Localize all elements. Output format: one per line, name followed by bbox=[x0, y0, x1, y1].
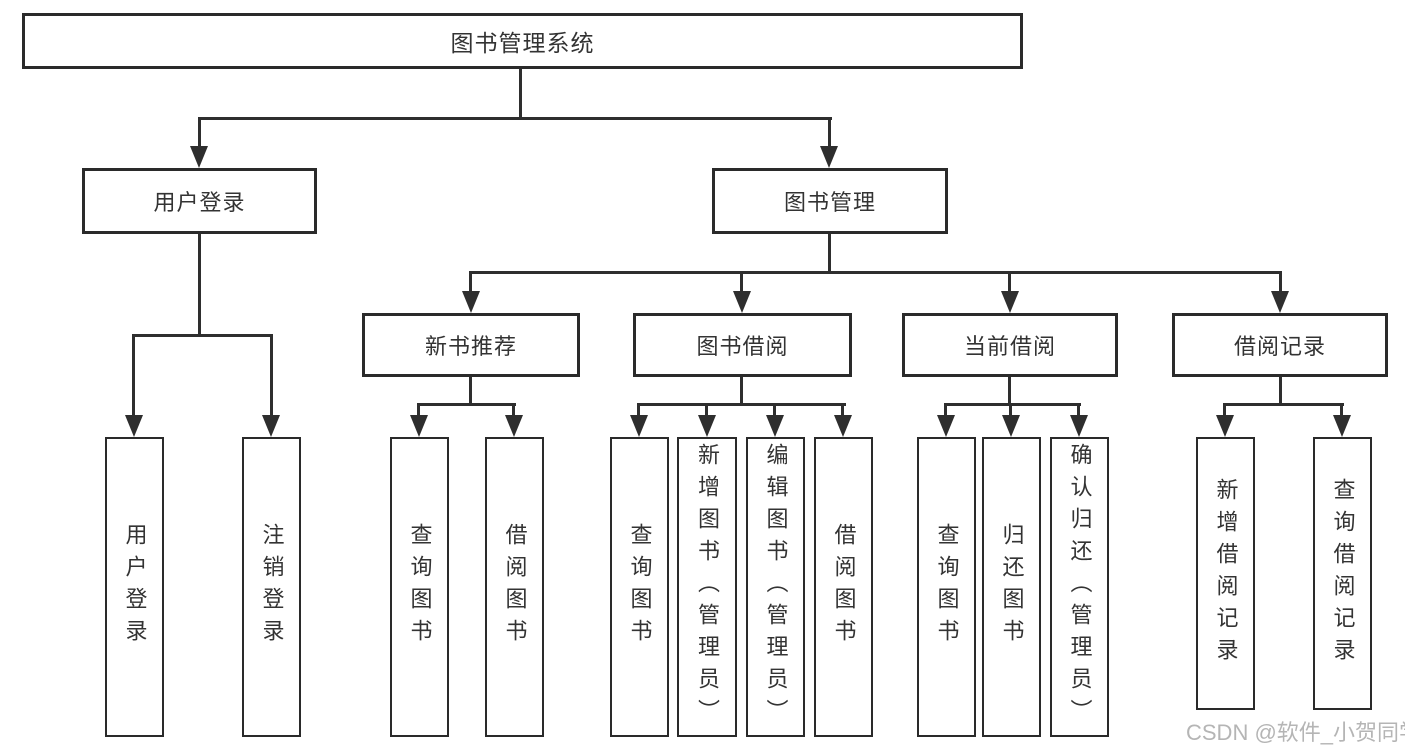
arrow-down-icon bbox=[937, 415, 955, 437]
arrow-down-icon bbox=[505, 415, 523, 437]
arrow-down-icon bbox=[125, 415, 143, 437]
connector-line bbox=[132, 334, 273, 337]
connector-line bbox=[1077, 403, 1080, 419]
node-label: 编辑图书（管理员） bbox=[763, 443, 789, 731]
node-box-book-management: 图书管理 bbox=[712, 168, 948, 234]
arrow-down-icon bbox=[1070, 415, 1088, 437]
node-label: 查询图书 bbox=[627, 523, 653, 651]
node-label: 确认归还（管理员） bbox=[1067, 443, 1093, 731]
leaf-box-return-books: 归还图书 bbox=[982, 437, 1041, 737]
node-box-user-login: 用户登录 bbox=[82, 168, 317, 234]
connector-line bbox=[519, 69, 522, 119]
leaf-box-add-books-admin: 新增图书（管理员） bbox=[677, 437, 737, 737]
node-label: 新增借阅记录 bbox=[1213, 477, 1239, 670]
connector-line bbox=[198, 117, 201, 150]
leaf-box-query-books-borrowing: 查询图书 bbox=[610, 437, 669, 737]
arrow-down-icon bbox=[1333, 415, 1351, 437]
connector-line bbox=[637, 403, 846, 406]
node-label: 查询图书 bbox=[934, 523, 960, 651]
connector-line bbox=[944, 403, 1081, 406]
node-label: 查询借阅记录 bbox=[1330, 477, 1356, 670]
leaf-box-add-borrow-record: 新增借阅记录 bbox=[1196, 437, 1255, 710]
node-box-current-borrowing: 当前借阅 bbox=[902, 313, 1118, 377]
node-box-borrowing-records: 借阅记录 bbox=[1172, 313, 1388, 377]
arrow-down-icon bbox=[1271, 291, 1289, 313]
node-label: 新书推荐 bbox=[424, 334, 517, 359]
arrow-down-icon bbox=[462, 291, 480, 313]
leaf-box-query-borrow-record: 查询借阅记录 bbox=[1313, 437, 1372, 710]
arrow-down-icon bbox=[834, 415, 852, 437]
connector-line bbox=[1279, 271, 1282, 295]
arrow-down-icon bbox=[1216, 415, 1234, 437]
connector-line bbox=[270, 334, 273, 419]
connector-line bbox=[1008, 271, 1011, 295]
node-box-library-system: 图书管理系统 bbox=[22, 13, 1023, 69]
connector-line bbox=[740, 271, 743, 295]
node-box-new-book-recommendation: 新书推荐 bbox=[362, 313, 580, 377]
node-label: 用户登录 bbox=[153, 190, 246, 215]
leaf-box-query-books-current: 查询图书 bbox=[917, 437, 976, 737]
connector-line bbox=[740, 377, 743, 406]
connector-line bbox=[828, 234, 831, 274]
leaf-box-borrow-books-borrowing: 借阅图书 bbox=[814, 437, 873, 737]
arrow-down-icon bbox=[820, 146, 838, 168]
connector-line bbox=[198, 234, 201, 337]
connector-line bbox=[637, 403, 640, 419]
node-label: 图书借阅 bbox=[696, 334, 789, 359]
connector-line bbox=[1279, 377, 1282, 406]
node-label: 借阅图书 bbox=[502, 523, 528, 651]
node-label: 查询图书 bbox=[407, 523, 433, 651]
node-label: 图书管理系统 bbox=[450, 30, 595, 56]
node-label: 图书管理 bbox=[783, 190, 876, 215]
connector-line bbox=[1340, 403, 1343, 419]
leaf-box-confirm-return-admin: 确认归还（管理员） bbox=[1050, 437, 1109, 737]
connector-line bbox=[469, 271, 472, 295]
connector-line bbox=[1009, 403, 1012, 419]
arrow-down-icon bbox=[1001, 291, 1019, 313]
connector-line bbox=[705, 403, 708, 419]
arrow-down-icon bbox=[698, 415, 716, 437]
connector-line bbox=[417, 403, 420, 419]
leaf-box-logout: 注销登录 bbox=[242, 437, 301, 737]
node-box-book-borrowing: 图书借阅 bbox=[633, 313, 852, 377]
node-label: 归还图书 bbox=[999, 523, 1025, 651]
watermark-text: CSDN @软件_小贺同学 bbox=[1186, 720, 1405, 745]
arrow-down-icon bbox=[1002, 415, 1020, 437]
node-label: 借阅图书 bbox=[831, 523, 857, 651]
leaf-box-user-login: 用户登录 bbox=[105, 437, 164, 737]
connector-line bbox=[469, 377, 472, 406]
connector-line bbox=[841, 403, 844, 419]
arrow-down-icon bbox=[262, 415, 280, 437]
node-label: 用户登录 bbox=[122, 523, 148, 651]
connector-line bbox=[132, 334, 135, 419]
connector-line bbox=[198, 117, 832, 120]
arrow-down-icon bbox=[190, 146, 208, 168]
connector-line bbox=[469, 271, 1282, 274]
arrow-down-icon bbox=[410, 415, 428, 437]
arrow-down-icon bbox=[630, 415, 648, 437]
leaf-box-borrow-books-recommend: 借阅图书 bbox=[485, 437, 544, 737]
connector-line bbox=[417, 403, 516, 406]
connector-line bbox=[773, 403, 776, 419]
connector-line bbox=[1223, 403, 1344, 406]
connector-line bbox=[1223, 403, 1226, 419]
connector-line bbox=[944, 403, 947, 419]
node-label: 借阅记录 bbox=[1233, 334, 1326, 359]
node-label: 新增图书（管理员） bbox=[695, 443, 720, 731]
connector-line bbox=[1008, 377, 1011, 406]
arrow-down-icon bbox=[766, 415, 784, 437]
leaf-box-query-books-recommend: 查询图书 bbox=[390, 437, 449, 737]
connector-line bbox=[512, 403, 515, 419]
node-label: 当前借阅 bbox=[963, 334, 1056, 359]
node-label: 注销登录 bbox=[259, 523, 285, 651]
leaf-box-edit-books-admin: 编辑图书（管理员） bbox=[746, 437, 805, 737]
arrow-down-icon bbox=[733, 291, 751, 313]
connector-line bbox=[828, 117, 831, 150]
